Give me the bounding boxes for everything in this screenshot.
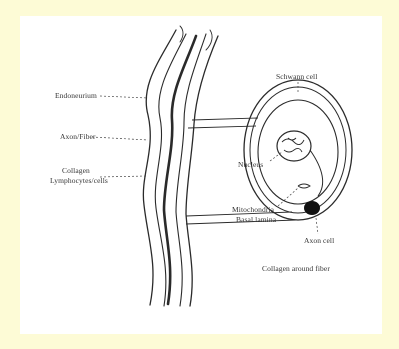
label-collagen-cells: Lymphocytes/cells: [50, 176, 108, 185]
connector-top: [192, 118, 258, 120]
label-mitochondria: Mitochondria: [232, 205, 274, 214]
label-collagen: Collagen: [62, 166, 90, 175]
fiber-outer-right: [186, 36, 218, 306]
label-axon-fiber: Axon/Fiber: [60, 132, 96, 141]
fiber-wisp-top: [206, 30, 212, 50]
mitochondria-shape: [298, 184, 310, 188]
label-basal-lamina: Basal lamina: [236, 215, 276, 224]
cross-section-inner: [258, 100, 338, 204]
axon-cell-dark: [304, 201, 320, 215]
cross-section-outer: [244, 80, 352, 220]
nucleus-chromatin: [282, 138, 304, 152]
label-schwann-cell: Schwann cell: [276, 72, 317, 81]
label-nucleus: Nucleus: [238, 160, 263, 169]
axon-process: [310, 150, 323, 196]
label-axon-cell: Axon cell: [304, 236, 334, 245]
fiber-outer-left: [143, 30, 176, 305]
longitudinal-fiber: [143, 26, 218, 306]
cross-section: [244, 80, 352, 220]
label-collagen-around-fiber: Collagen around fiber: [262, 264, 330, 273]
leader-axoncell: [316, 218, 318, 234]
cross-section-ring: [250, 87, 346, 213]
leader-mito: [278, 188, 298, 206]
leader-nucleus: [270, 152, 282, 161]
nucleus-shape: [277, 131, 311, 161]
label-endoneurium: Endoneurium: [55, 91, 97, 100]
leader-axon-left: [92, 137, 148, 140]
connector-mid: [188, 126, 256, 128]
leader-endoneurium: [100, 96, 148, 98]
